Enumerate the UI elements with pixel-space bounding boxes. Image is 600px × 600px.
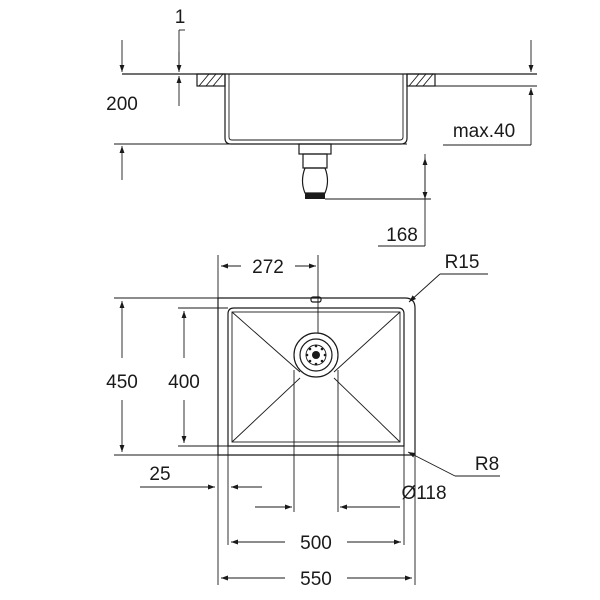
corner-outer-radius-label: R15 [445,252,480,273]
countertop-right [406,73,436,87]
waste-depth-label: 168 [386,225,418,246]
drain-icon [293,332,339,378]
rim-thickness-label: 1 [175,7,186,28]
rim-width-label: 25 [149,464,170,485]
waste-offset-label: 272 [252,257,284,278]
bowl-profile [224,74,408,145]
outer-depth-label: 450 [106,372,138,393]
inner-width-label: 500 [300,533,332,554]
top-view: 272 R15 450 400 25 R8 Ø118 [106,252,500,590]
waste-diameter-label: Ø118 [401,483,446,504]
side-view: 1 200 max.40 168 [106,7,537,247]
height-label: 200 [106,94,138,115]
overflow [310,296,322,303]
inner-depth-label: 400 [168,372,200,393]
outer-width-label: 550 [300,569,332,590]
max-countertop-label: max.40 [453,121,515,142]
waste-fitting [298,143,332,199]
corner-inner-radius-label: R8 [475,454,499,475]
countertop-left [196,73,226,87]
